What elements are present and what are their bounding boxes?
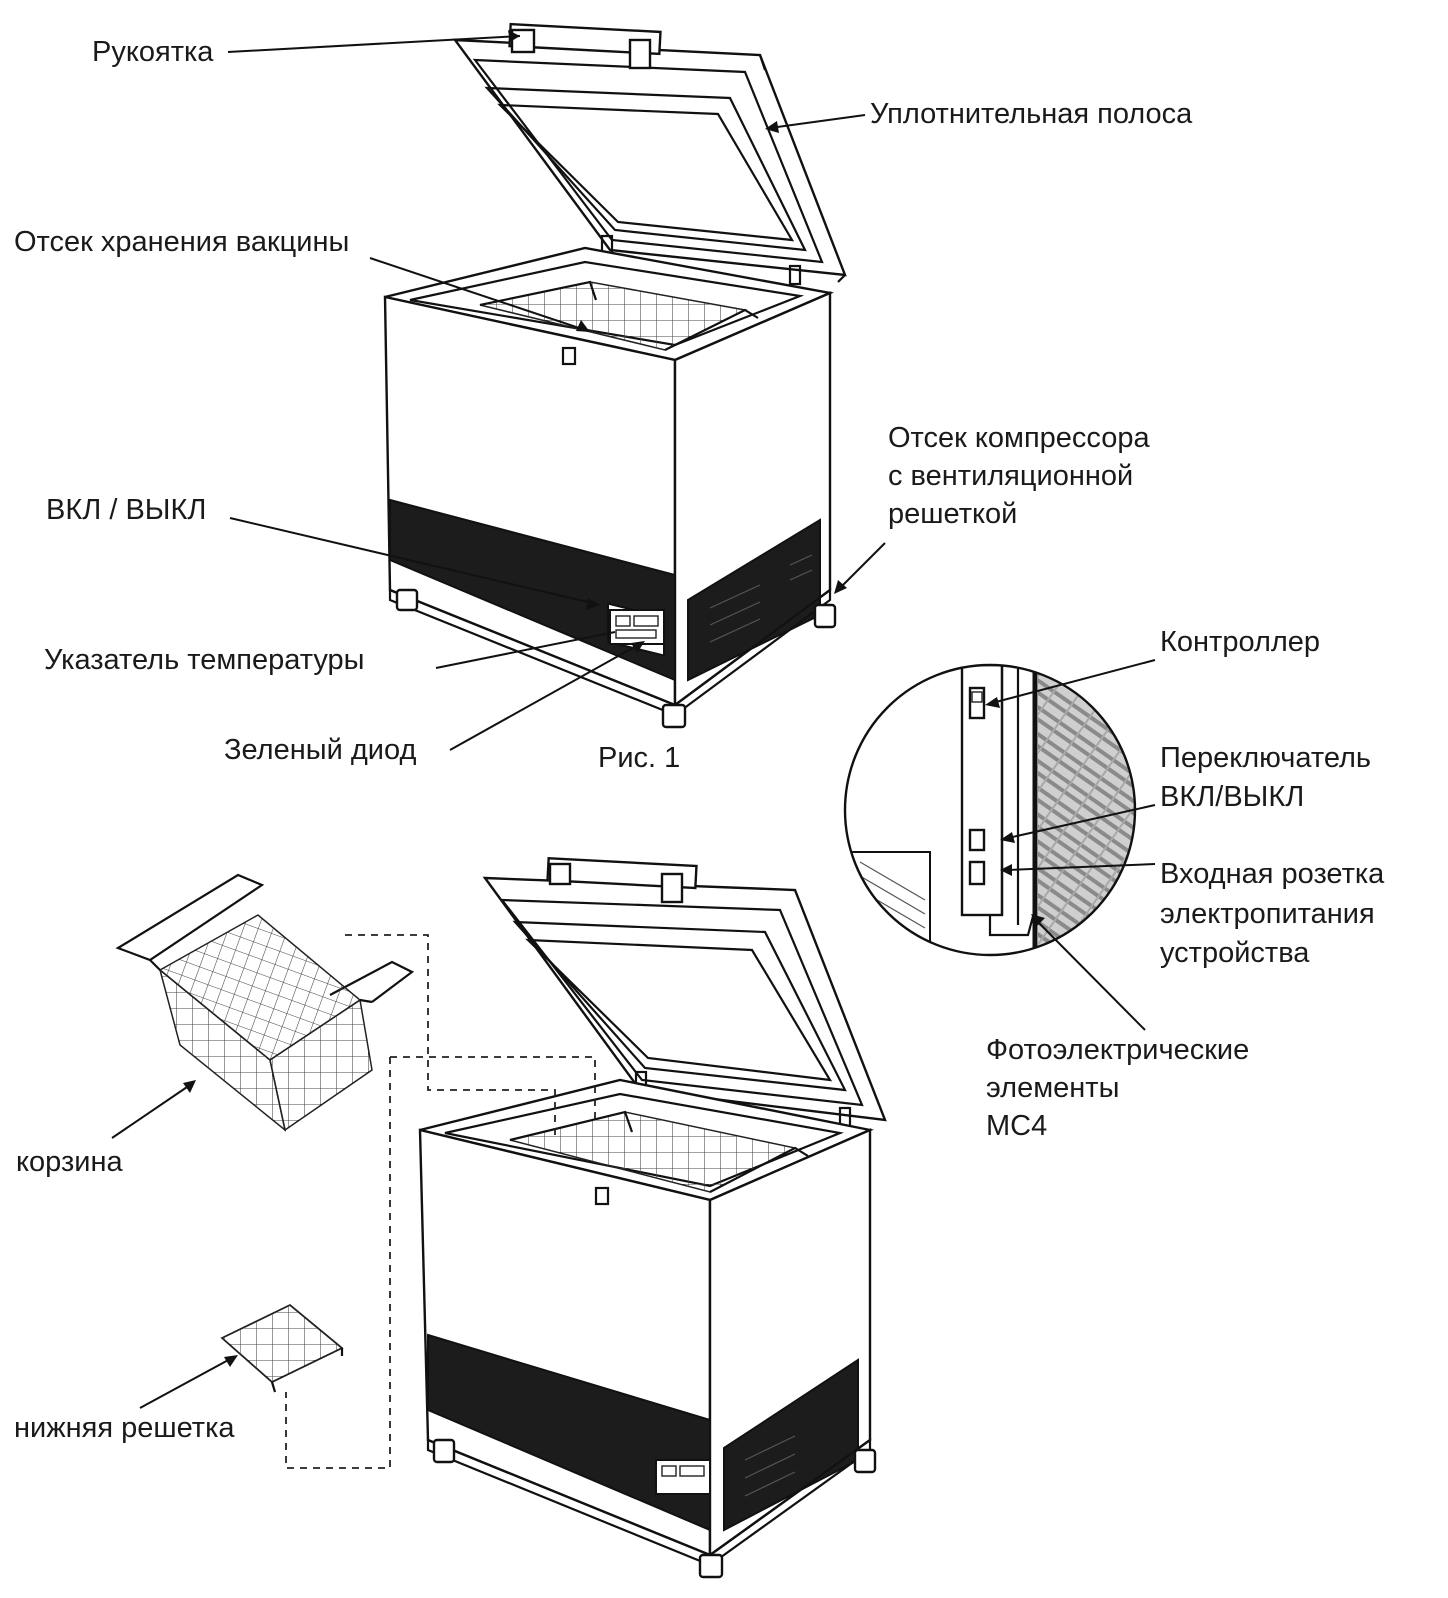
lid-bottom [482, 876, 887, 1122]
label-handle: Рукоятка [92, 36, 214, 68]
label-socket-2: электропитания [1160, 898, 1375, 930]
label-temp-indicator: Указатель температуры [44, 644, 365, 676]
label-switch-1: Переключатель [1160, 742, 1372, 774]
label-compressor-2: с вентиляционной [888, 460, 1134, 492]
label-controller: Контроллер [1160, 626, 1321, 658]
label-switch-2: ВКЛ/ВЫКЛ [1160, 781, 1305, 813]
freezer-bottom [418, 856, 887, 1579]
label-vaccine-compartment: Отсек хранения вакцины [14, 226, 350, 258]
label-on-off: ВКЛ / ВЫКЛ [46, 494, 207, 526]
leader-lines [111, 30, 1156, 1409]
label-bottom-grate: нижняя решетка [14, 1412, 235, 1444]
loose-basket [115, 873, 415, 1132]
label-green-diode: Зеленый диод [224, 734, 417, 766]
label-socket-3: устройства [1160, 937, 1310, 969]
label-pv-2: элементы [986, 1072, 1120, 1104]
label-pv-1: Фотоэлектрические [986, 1034, 1250, 1066]
label-pv-3: МС4 [986, 1110, 1048, 1142]
figure-caption: Рис. 1 [598, 742, 681, 774]
label-basket: корзина [16, 1146, 123, 1178]
label-socket-1: Входная розетка [1160, 858, 1385, 890]
label-compressor-1: Отсек компрессора [888, 422, 1150, 454]
label-seal-strip: Уплотнительная полоса [870, 98, 1193, 130]
control-panel [609, 609, 665, 645]
dashed-connectors [285, 934, 596, 1469]
loose-grate [220, 1303, 344, 1393]
label-compressor-3: решеткой [888, 498, 1018, 530]
